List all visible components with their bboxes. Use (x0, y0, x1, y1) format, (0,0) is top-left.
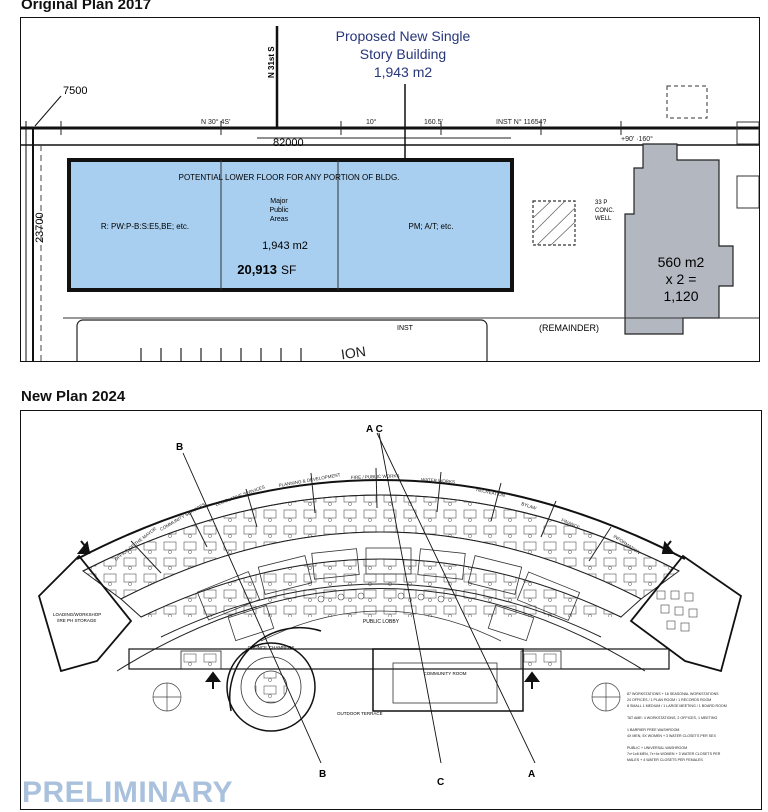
lower-floor-label: POTENTIAL LOWER FLOOR FOR ANY PORTION OF… (179, 173, 400, 182)
right-wing (629, 554, 743, 673)
note-4: TAT AME: 4 WORKSTATIONS, 2 OFFICES, 1 ME… (627, 716, 718, 720)
public-lobby-label: PUBLIC LOBBY (363, 619, 400, 625)
callout-line-1: Proposed New Single (336, 28, 471, 44)
existing-area-1: 560 m2 (658, 254, 705, 270)
proposed-building-footprint (67, 158, 514, 292)
council-chambers (226, 642, 316, 732)
major-area-sf-unit: SF (281, 263, 296, 277)
note-2: 8 SMALL 1 MEDIUM / 1 LARGE MEETING / 1 B… (627, 704, 727, 708)
callout-line-2: Story Building (360, 46, 446, 62)
original-plan-drawing: N 30° 4S' 10° 160.5' INST N° 11654? +90' ·1… (20, 17, 760, 362)
dept-label-6: RECREATION (476, 487, 506, 498)
section-lines (182, 432, 536, 764)
council-chambers-label: COUNCIL CHAMBERS (248, 645, 295, 650)
section-c-bottom-label: C (437, 777, 444, 788)
svg-text:+90' ·160°: +90' ·160° (621, 135, 653, 143)
community-room-label: COMMUNITY ROOM (424, 671, 467, 676)
conc-well-label: 33 P (595, 200, 607, 206)
new-plan-title: New Plan 2024 (21, 388, 126, 405)
dimension-ticks (60, 121, 622, 139)
note-11: MALES + 4 WATER CLOSETS PER FEMALES (627, 758, 703, 762)
section-a-bottom-label: A (528, 769, 535, 780)
outdoor-terrace-label: OUTDOOR TERRACE (337, 711, 383, 716)
svg-text:160.5': 160.5' (424, 119, 443, 126)
major-area-sf: 20,913 (237, 262, 277, 277)
right-wing-tables (656, 590, 698, 632)
note-10: 7x+1x6 MEN, 7x+4x WOMEN + 3 WATER CLOSET… (627, 752, 721, 756)
dept-label-5: WATER WORKS (421, 477, 455, 484)
dept-label-2: LEGISLATIVE SERVICES (215, 484, 266, 507)
major-label-2: Public (269, 207, 289, 214)
note-7: 4X MEN, 5X WOMEN + 3 WATER CLOSETS PER S… (627, 734, 717, 738)
svg-text:10°: 10° (366, 118, 377, 126)
existing-area-3: 1,120 (663, 288, 698, 304)
community-room (372, 648, 524, 712)
callout-line-3: 1,943 m2 (374, 64, 433, 80)
left-wing (37, 554, 133, 673)
dim-23700-label: 23700 (34, 212, 46, 243)
major-area-m2: 1,943 m2 (262, 240, 308, 252)
svg-text:N 30° 4S': N 30° 4S' (201, 118, 230, 126)
street-label-n31: N 31st S (267, 46, 276, 78)
existing-building-footprint (624, 143, 734, 335)
original-plan-title: Original Plan 2017 (21, 0, 152, 13)
major-label-1: Major (270, 198, 288, 205)
svg-text:CONC.: CONC. (595, 208, 615, 214)
tree-symbols (152, 682, 621, 712)
inst-label: INST (397, 325, 414, 332)
dept-label-4: FIRE / PUBLIC WORKS (351, 473, 400, 480)
major-label-3: Areas (270, 216, 289, 223)
section-b-top-label: B (176, 442, 183, 453)
parking-area (76, 319, 488, 361)
conc-well-box (532, 200, 576, 246)
dim-7500-label: 7500 (63, 85, 87, 97)
office-ring-rooms (196, 547, 581, 642)
right-zone-label: PM; A/T; etc. (409, 222, 454, 231)
svg-text:ΙΟΝ: ΙΟΝ (340, 343, 367, 361)
preliminary-watermark: PRELIMINARY (22, 776, 234, 809)
svg-text:INST N° 11654?: INST N° 11654? (496, 118, 547, 126)
existing-area-2: x 2 = (666, 271, 697, 287)
section-b-bottom-label: B (319, 769, 326, 780)
radial-partitions (130, 467, 612, 574)
dept-label-3: PLANNING & DEVELOPMENT (278, 472, 341, 488)
loading-label: LOADING/WORKSHOP (53, 612, 101, 617)
new-floor-plan-svg: OFFICE OF THE MAYOR COMMUNITY SERVICES L… (37, 424, 743, 788)
svg-text:/IRE PH STORAGE: /IRE PH STORAGE (57, 618, 96, 623)
new-plan-drawing: OFFICE OF THE MAYOR COMMUNITY SERVICES L… (20, 410, 762, 810)
dept-label-7: BYLAW (521, 501, 538, 511)
left-zone-label: R: PW:P-B:S:E5,BE; etc. (101, 222, 189, 231)
note-0: 87 WORKSTATIONS + 16 SEASONAL WORKSTATIO… (627, 692, 719, 696)
svg-text:WELL: WELL (595, 216, 612, 222)
outer-curved-wall (76, 479, 686, 560)
original-site-plan-svg: N 30° 4S' 10° 160.5' INST N° 11654? +90' ·1… (21, 26, 759, 361)
plan-notes: 87 WORKSTATIONS + 16 SEASONAL WORKSTATIO… (627, 692, 727, 762)
parking-stalls (140, 348, 302, 361)
remainder-label: (REMAINDER) (539, 323, 599, 333)
section-ac-label: A C (366, 424, 383, 435)
dim-82000-label: 82000 (273, 137, 304, 149)
note-6: 1 BARRIER FREE WASHROOM (627, 728, 679, 732)
note-9: PUBLIC + UNIVERSAL WASHROOM (627, 746, 687, 750)
entry-arrows (76, 540, 676, 689)
note-1: 24 OFFICES / 1 PLAN ROOM / 1 RECORDS ROO… (627, 698, 711, 702)
